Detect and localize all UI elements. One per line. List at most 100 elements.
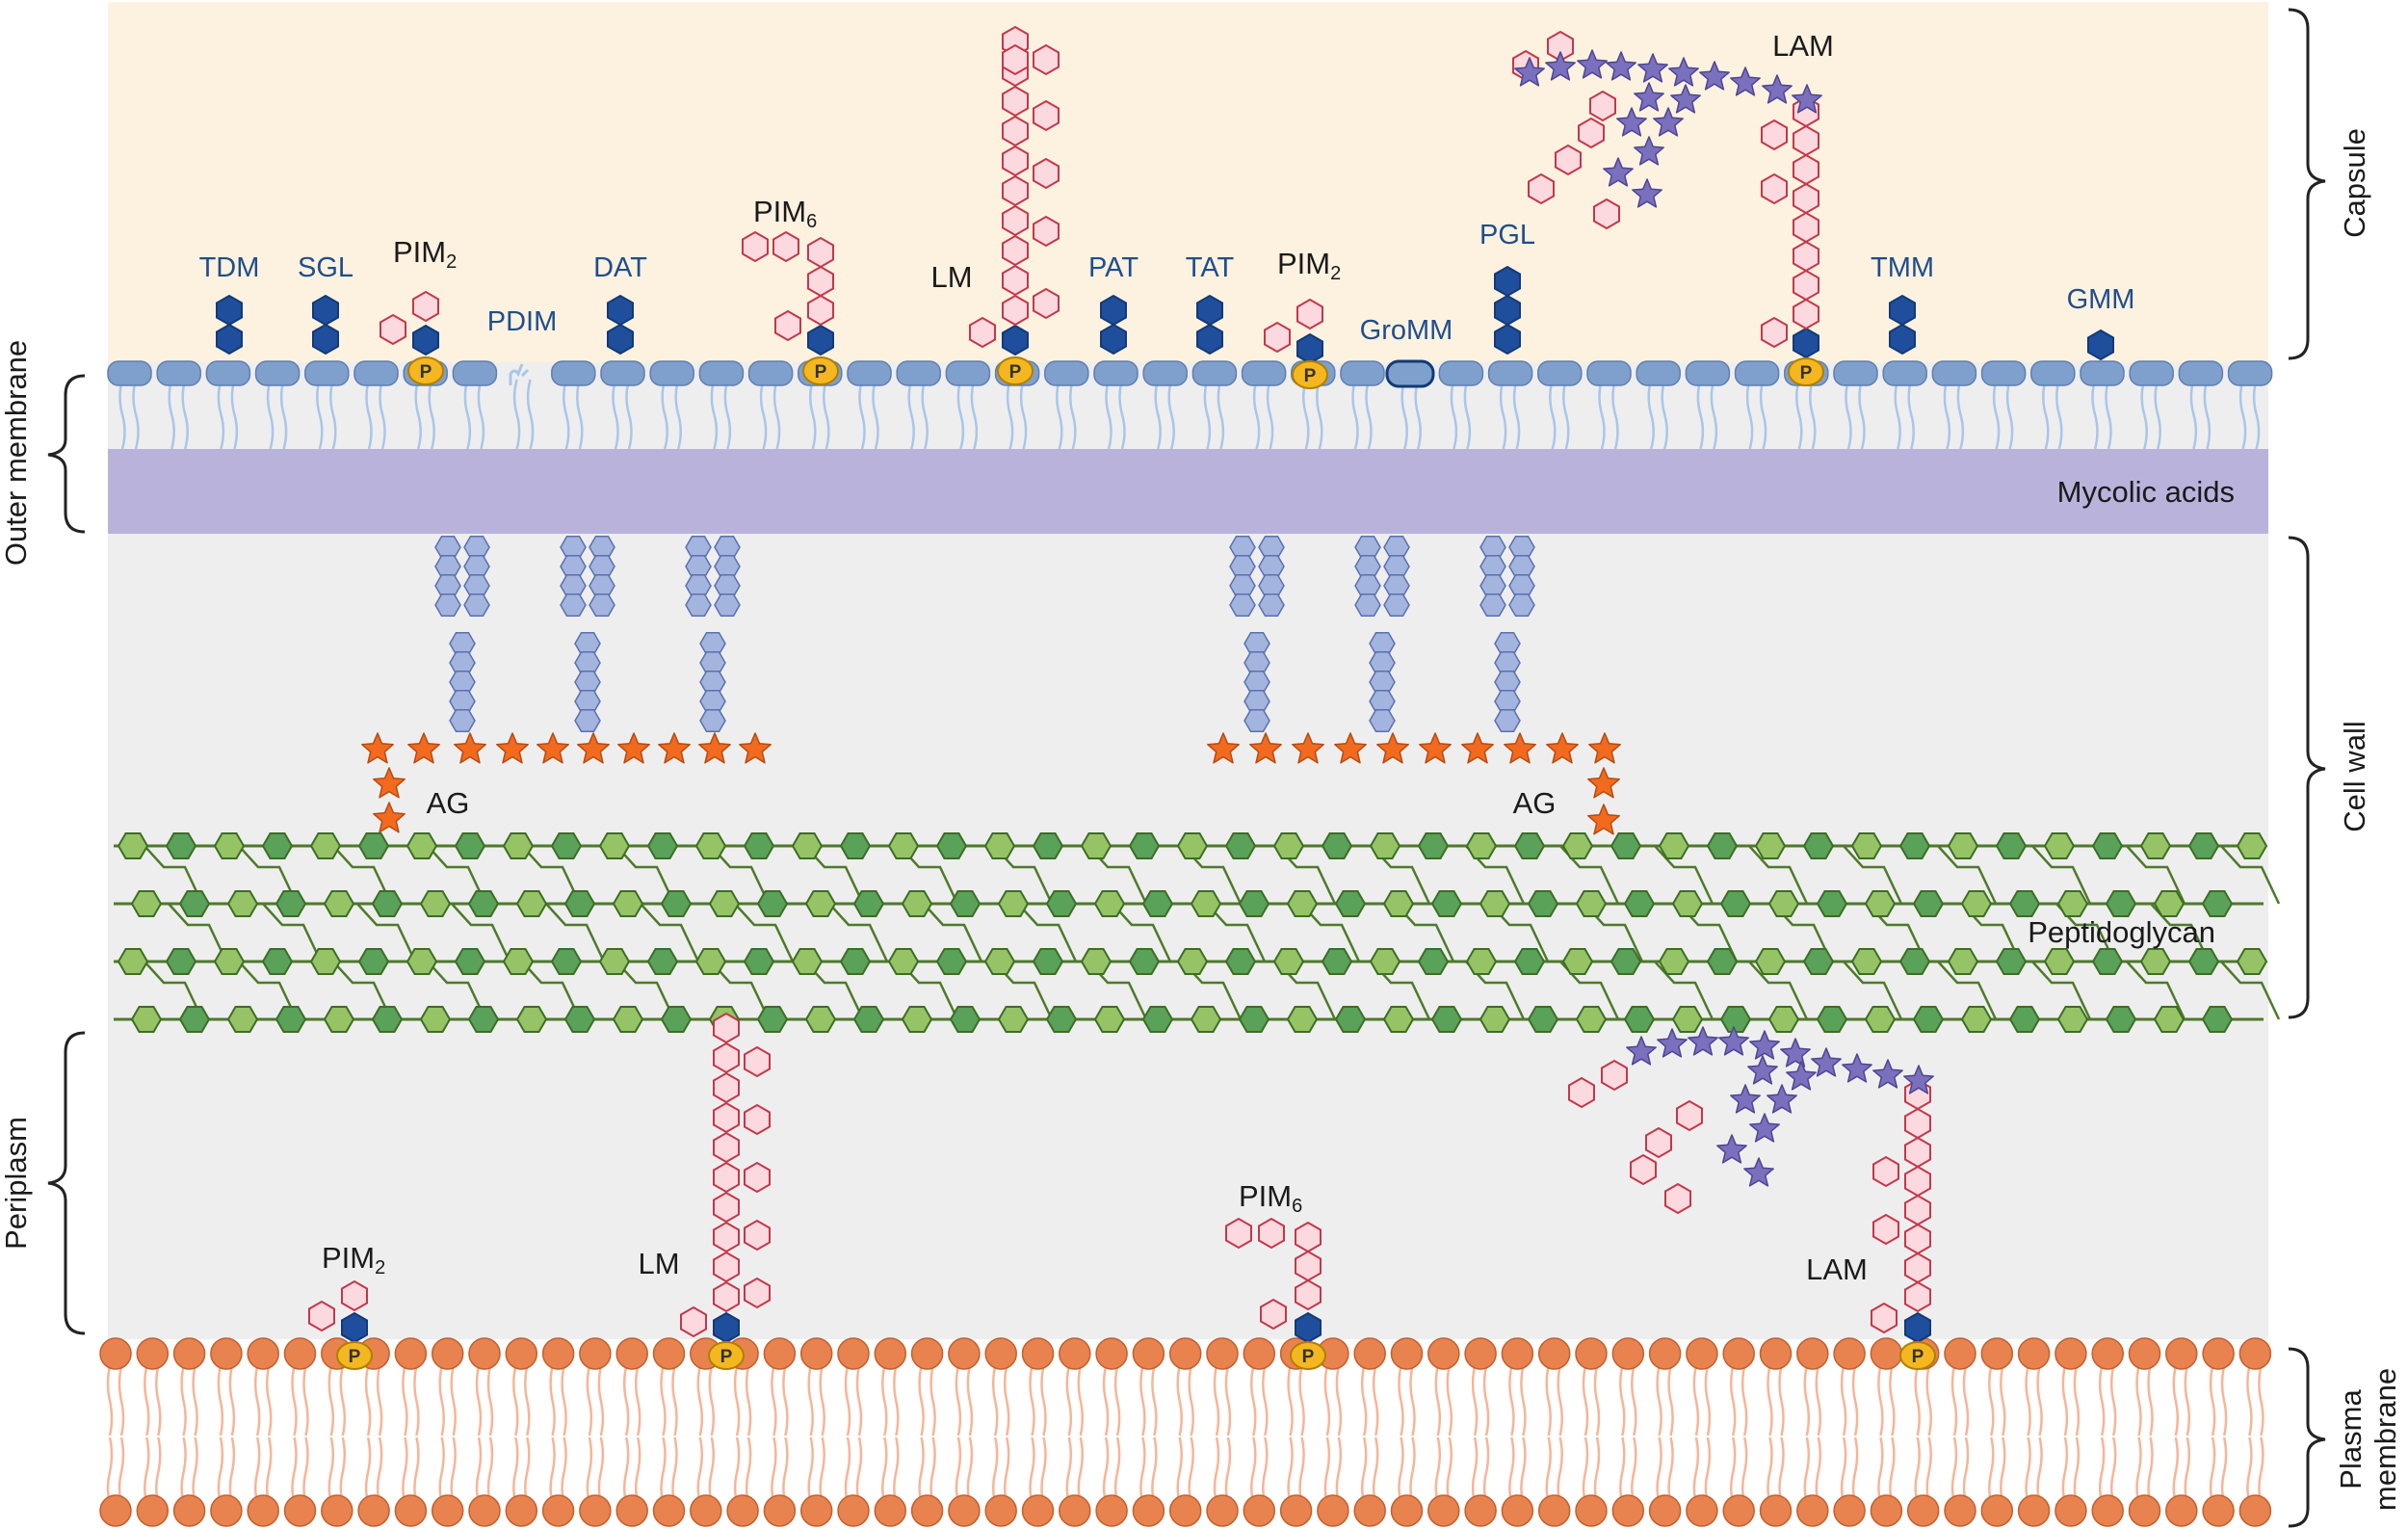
arabinan-star xyxy=(1767,1084,1797,1114)
plasma-lipid-head xyxy=(2055,1494,2087,1527)
lipid-tail xyxy=(1252,379,1261,450)
arabinogalactan-star xyxy=(577,732,610,764)
peptidoglycan-hexagon xyxy=(226,1006,259,1033)
mannose-hexagon xyxy=(308,1300,335,1332)
peptidoglycan-hexagon xyxy=(1706,832,1739,859)
peptidoglycan-hexagon xyxy=(1706,948,1739,975)
lipid-tail xyxy=(1463,379,1472,450)
mycolyl-hexagon xyxy=(1229,554,1256,579)
peptidoglycan-hexagon xyxy=(1960,1006,1993,1033)
mannose-hexagon xyxy=(713,1101,740,1134)
peptide-crosslink xyxy=(521,845,582,905)
mannose-hexagon xyxy=(1002,85,1029,118)
lipid-tail xyxy=(2036,1437,2043,1502)
lipid-tail xyxy=(622,1365,630,1437)
peptidoglycan-hexagon xyxy=(2187,948,2220,975)
peptidoglycan-hexagon xyxy=(743,948,775,975)
lipid-tail xyxy=(2042,379,2050,450)
peptidoglycan-hexagon xyxy=(309,832,342,859)
plasma-lipid-head xyxy=(505,1337,538,1370)
lipid-tail xyxy=(1409,1437,1416,1502)
arabinan-star xyxy=(1749,1113,1780,1143)
mannose-hexagon xyxy=(1872,1213,1899,1246)
plasma-lipid-head xyxy=(1833,1494,1866,1527)
lipid-tail xyxy=(2025,1365,2031,1437)
peptidoglycan-hexagon xyxy=(515,890,548,917)
outer-membrane-label: Outer membrane xyxy=(0,340,33,566)
plasma-lipid-head xyxy=(431,1494,464,1527)
peptidoglycan-hexagon xyxy=(2236,832,2268,859)
lipid-tail xyxy=(1877,1365,1884,1437)
lipid-tail xyxy=(586,1437,593,1502)
pim2-outer-label-2: PIM2 xyxy=(1277,247,1341,284)
lipid-tail xyxy=(2246,1365,2253,1437)
lipid-tail xyxy=(2154,379,2161,450)
peptidoglycan-hexagon xyxy=(1417,948,1450,975)
lipid-tail xyxy=(217,379,225,450)
lipid-tail xyxy=(1113,1365,1121,1437)
peptidoglycan-hexagon xyxy=(1561,832,1594,859)
mycolyl-hexagon xyxy=(1243,631,1270,656)
lipid-tail xyxy=(1069,379,1077,450)
peptide-crosslink xyxy=(2031,845,2092,905)
lipid-tail xyxy=(402,1437,408,1502)
lipid-tail xyxy=(1482,1437,1490,1502)
plasma-lipid-head xyxy=(136,1494,170,1527)
mannose-hexagon xyxy=(1872,1155,1899,1188)
peptidoglycan-hexagon xyxy=(646,832,679,859)
lipid-tail xyxy=(674,379,682,450)
outer-lipid-head xyxy=(2080,360,2125,386)
mycolyl-hexagon xyxy=(1369,708,1396,733)
plasma-lipid-head xyxy=(1796,1494,1829,1527)
lipid-tail xyxy=(771,1437,777,1502)
lipid-tail xyxy=(1729,1437,1737,1502)
mannose-hexagon xyxy=(713,1251,740,1283)
arabinogalactan-star xyxy=(1292,732,1324,764)
lipid-tail xyxy=(1858,379,1866,450)
lipid-tail xyxy=(1582,1437,1589,1502)
peptidoglycan-hexagon xyxy=(1995,832,2028,859)
peptidoglycan-hexagon xyxy=(1238,1006,1270,1033)
plasma-lipid-head xyxy=(2238,1337,2272,1370)
lipid-tail xyxy=(1287,1365,1294,1437)
peptidoglycan-hexagon xyxy=(1369,948,1401,975)
mycolyl-hexagon xyxy=(1369,650,1396,675)
mannose-hexagon xyxy=(713,1071,740,1104)
lipid-tail xyxy=(316,379,324,450)
arabinogalactan-star xyxy=(1249,732,1282,764)
lipid-tail xyxy=(970,379,979,450)
outer-lipid-head xyxy=(551,360,596,386)
lipid-tail xyxy=(1557,1437,1563,1502)
mycolyl-hexagon xyxy=(449,631,476,656)
peptide-crosslink xyxy=(1937,961,1998,1020)
peptidoglycan-hexagon xyxy=(1767,890,1800,917)
lipid-tail xyxy=(2135,1365,2142,1437)
peptidoglycan-hexagon xyxy=(1864,890,1897,917)
lipid-tail xyxy=(2073,1365,2081,1437)
mannose-hexagon xyxy=(1295,1250,1322,1282)
peptide-crosslink xyxy=(427,845,487,905)
peptidoglycan-hexagon xyxy=(1850,948,1883,975)
plasma-lipid-head xyxy=(1722,1337,1755,1370)
peptide-crosslink xyxy=(923,903,983,962)
arabinogalactan-star xyxy=(1546,732,1579,764)
plasma-lipid-head xyxy=(136,1337,170,1370)
mycolyl-hexagon xyxy=(434,535,461,560)
peptidoglycan-hexagon xyxy=(1080,948,1112,975)
peptidoglycan-hexagon xyxy=(2091,948,2124,975)
lipid-tail xyxy=(1217,379,1225,450)
mycolyl-hexagon xyxy=(1383,554,1410,579)
peptidoglycan-hexagon xyxy=(1561,948,1594,975)
arabinogalactan-star xyxy=(698,732,731,764)
peptidoglycan-hexagon xyxy=(1754,832,1787,859)
sugar-hexagon xyxy=(1100,294,1127,327)
lipid-tail xyxy=(1065,1437,1073,1502)
lipid-tail xyxy=(1631,1365,1637,1437)
peptidoglycan-hexagon xyxy=(1141,890,1174,917)
mannose-hexagon xyxy=(713,1280,740,1313)
lipid-tail xyxy=(1482,1365,1490,1437)
lipid-tail xyxy=(1877,1437,1884,1502)
phosphate-icon xyxy=(802,356,839,385)
lipid-tail xyxy=(1323,1437,1331,1502)
peptidoglycan-hexagon xyxy=(2043,832,2076,859)
